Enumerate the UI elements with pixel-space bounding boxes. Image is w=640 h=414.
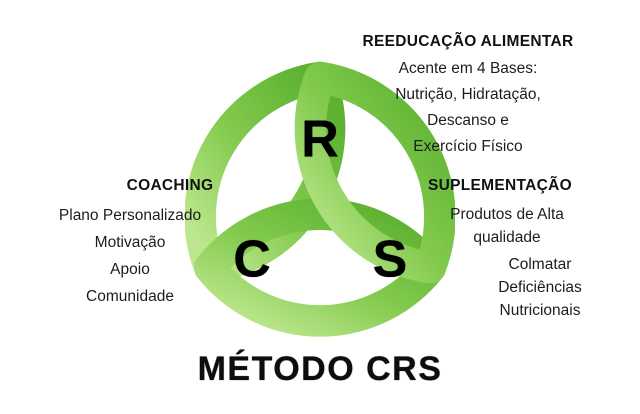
section-coaching-heading: COACHING (126, 177, 214, 194)
section-coaching-line: Motivação (94, 234, 166, 251)
section-suplementacao-line: Produtos de Alta (450, 206, 564, 223)
triquetra-figure (185, 55, 455, 343)
section-reeducacao-line: Nutrição, Hidratação, (395, 86, 541, 103)
section-suplementacao-line: Colmatar (508, 256, 572, 273)
section-suplementacao-line: Nutricionais (499, 302, 581, 319)
knot-letter-s: S (372, 230, 408, 289)
page-title: MÉTODO CRS (197, 350, 443, 388)
knot-letter-r: R (301, 110, 339, 169)
section-suplementacao-heading: SUPLEMENTAÇÃO (428, 177, 572, 194)
section-coaching: Plano Personalizado Motivação Apoio Comu… (30, 202, 230, 310)
section-suplementacao-paragraph1: Produtos de Alta qualidade (407, 203, 607, 249)
section-suplementacao-line: Deficiências (498, 279, 582, 296)
section-reeducacao-line: Descanso e (427, 112, 509, 129)
section-coaching-line: Apoio (110, 261, 150, 278)
section-reeducacao-heading: REEDUCAÇÃO ALIMENTAR (362, 33, 574, 50)
section-suplementacao-heading-box: SUPLEMENTAÇÃO (400, 177, 600, 195)
section-reeducacao: REEDUCAÇÃO ALIMENTAR Acente em 4 Bases: … (330, 33, 606, 160)
triquetra-lens-top-right (294, 61, 455, 284)
section-coaching-line: Comunidade (86, 288, 174, 305)
section-coaching-line: Plano Personalizado (58, 207, 202, 224)
section-coaching-heading-box: COACHING (70, 177, 270, 195)
knot-letter-c: C (233, 230, 271, 289)
section-suplementacao-paragraph2: Colmatar Deficiências Nutricionais (440, 253, 640, 322)
section-reeducacao-line: Acente em 4 Bases: (398, 60, 538, 77)
section-reeducacao-line: Exercício Físico (413, 138, 523, 155)
section-suplementacao-line: qualidade (473, 229, 541, 246)
triquetra-knot-svg (185, 61, 455, 337)
